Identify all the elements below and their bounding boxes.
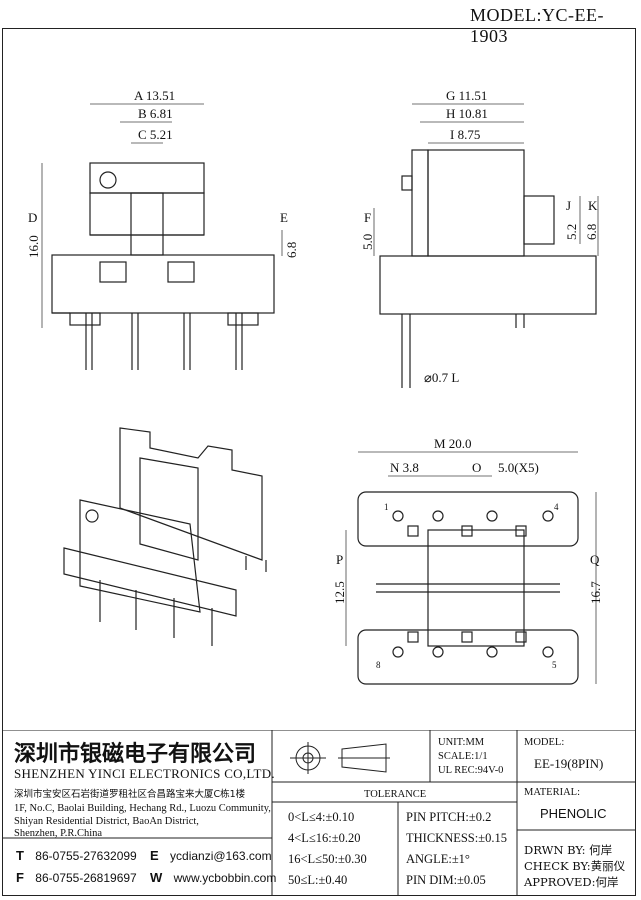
address-en-3: Shenzhen, P.R.China — [14, 828, 103, 839]
dim-a: A 13.51 — [134, 88, 175, 103]
dim-q-letter: Q — [590, 552, 600, 567]
fax-prefix: F — [16, 870, 24, 885]
web-prefix: W — [150, 870, 163, 885]
dim-l: ⌀0.7 L — [424, 370, 459, 385]
drawn-by: DRWN BY: 何岸 — [524, 843, 613, 857]
tolerance-header: TOLERANCE — [364, 789, 427, 800]
dim-p-value: 12.5 — [332, 581, 347, 604]
tolerance-3: 16<L≤50:±0.30 — [288, 852, 367, 866]
dim-j-letter: J — [566, 198, 571, 213]
dim-o: O — [472, 460, 481, 475]
dim-e-letter: E — [280, 210, 288, 225]
title-block-grid — [2, 730, 636, 896]
tolerance-4: 50≤L:±0.40 — [288, 873, 348, 887]
address-en-2: Shiyan Residential District, BaoAn Distr… — [14, 816, 199, 827]
email-row: E ycdianzi@163.com — [150, 848, 272, 863]
material-header: MATERIAL: — [524, 787, 580, 798]
tel-row: T 86-0755-27632099 — [16, 848, 137, 863]
dim-j-value: 5.2 — [564, 224, 579, 240]
address-cn: 深圳市宝安区石岩街道罗租社区合昌路宝来大厦C栋1楼 — [14, 789, 246, 800]
fax-number: 86-0755-26819697 — [35, 871, 137, 885]
ul-rec: UL REC:94V-0 — [438, 765, 504, 776]
dim-f-letter: F — [364, 210, 371, 225]
side-view — [379, 149, 597, 388]
pin-label-4: 4 — [554, 502, 559, 512]
isometric-view — [63, 427, 267, 646]
pin-label-8: 8 — [376, 660, 381, 670]
tel-prefix: T — [16, 848, 24, 863]
thickness: THICKNESS:±0.15 — [406, 831, 507, 845]
email-prefix: E — [150, 848, 159, 863]
projection-symbol-icon — [290, 742, 390, 774]
model-label: MODEL:YC-EE-1903 — [470, 5, 604, 46]
pin-pitch: PIN PITCH:±0.2 — [406, 810, 492, 824]
dim-i: I 8.75 — [450, 127, 480, 142]
pin-label-1: 1 — [384, 502, 389, 512]
check-by: CHECK BY:黄丽仪 — [524, 859, 626, 873]
unit: UNIT:MM — [438, 737, 485, 748]
pin-dim: PIN DIM:±0.05 — [406, 873, 486, 887]
dim-k-value: 6.8 — [584, 224, 599, 240]
tolerance-2: 4<L≤16:±0.20 — [288, 831, 361, 845]
dim-q-value: 16.7 — [588, 581, 603, 604]
drawing-frame — [2, 28, 636, 896]
address-en-1: 1F, No.C, Baolai Building, Hechang Rd., … — [14, 803, 271, 814]
email-address[interactable]: ycdianzi@163.com — [170, 849, 272, 863]
dim-d-value: 16.0 — [26, 235, 41, 258]
model-value: EE-19(8PIN) — [534, 756, 604, 771]
dim-h: H 10.81 — [446, 106, 488, 121]
web-row: W www.ycbobbin.com — [150, 870, 276, 885]
dim-c: C 5.21 — [138, 127, 173, 142]
material-value: PHENOLIC — [540, 806, 607, 821]
dim-e-value: 6.8 — [284, 242, 299, 258]
website[interactable]: www.ycbobbin.com — [173, 871, 277, 885]
dim-k-letter: K — [588, 198, 598, 213]
bottom-view — [357, 491, 579, 685]
company-name-cn: 深圳市银磁电子有限公司 — [14, 741, 257, 767]
dim-o-value: 5.0(X5) — [498, 460, 539, 475]
dim-b: B 6.81 — [138, 106, 173, 121]
tel-number: 86-0755-27632099 — [35, 849, 137, 863]
approved-by: APPROVED:何岸 — [524, 875, 619, 889]
dim-f-value: 5.0 — [360, 234, 375, 250]
tolerance-1: 0<L≤4:±0.10 — [288, 810, 355, 824]
model-header: MODEL: — [524, 737, 565, 748]
angle: ANGLE:±1° — [406, 852, 470, 866]
dim-n: N 3.8 — [390, 460, 419, 475]
pin-label-5: 5 — [552, 660, 557, 670]
title-block: 深圳市银磁电子有限公司 SHENZHEN YINCI ELECTRONICS C… — [2, 730, 636, 896]
dim-d-letter: D — [28, 210, 37, 225]
dim-p-letter: P — [336, 552, 343, 567]
fax-row: F 86-0755-26819697 — [16, 870, 137, 885]
front-view — [51, 162, 275, 370]
scale: SCALE:1/1 — [438, 751, 488, 762]
dim-m: M 20.0 — [434, 436, 472, 451]
dim-g: G 11.51 — [446, 88, 487, 103]
company-name-en: SHENZHEN YINCI ELECTRONICS CO,LTD. — [14, 766, 275, 781]
